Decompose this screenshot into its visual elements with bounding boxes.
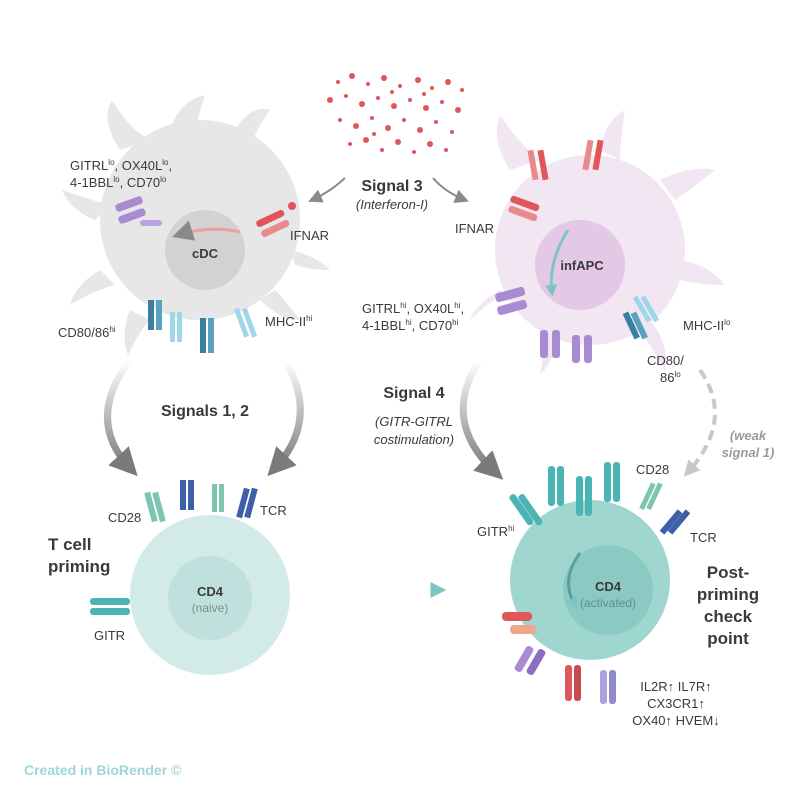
activated-tcr-label: TCR — [690, 530, 717, 545]
signal3-arrow-right — [432, 177, 469, 203]
activated-cd28-label: CD28 — [636, 462, 669, 477]
cdc-ligand-41bbl-sup: lo — [113, 175, 120, 184]
infapc-ligand-41bbl: 4-1BBL — [362, 318, 405, 333]
infapc-internal-arrow — [545, 229, 570, 297]
cdc-cd80-sup: hi — [109, 325, 115, 334]
activated-tcell — [502, 462, 691, 704]
infapc-ligand-41bbl-sup: hi — [405, 318, 411, 327]
infapc-mhc-text: MHC-II — [683, 318, 724, 333]
cdc-internal-arrow — [171, 220, 241, 241]
signal4-title: Signal 4 — [383, 385, 444, 402]
naive-cd28-label: CD28 — [108, 510, 141, 525]
signal4-subtitle-line2: costimulation) — [374, 432, 454, 447]
signal3-arrow-left — [308, 177, 346, 203]
infapc-cd80-line1: CD80/ — [647, 353, 684, 368]
cdc-ligand-comma: , — [168, 158, 172, 173]
cdc-ligand-ox40l: , OX40L — [115, 158, 163, 173]
activated-gitr-text: GITR — [477, 524, 508, 539]
infapc-mhc-label: MHC-IIlo — [683, 318, 731, 333]
post-priming-heading-line1: Post- — [707, 563, 750, 582]
naive-cd4-label: CD4 — [197, 584, 224, 599]
infapc-ligand-cd70-sup: hi — [452, 318, 458, 327]
activated-gitr-sup: hi — [508, 524, 514, 533]
cdc-ligand-receptor — [115, 196, 162, 226]
naive-nucleus — [168, 556, 252, 640]
cdc-ligand-gitrl: GITRL — [70, 158, 108, 173]
cdc-mhc-label: MHC-IIhi — [265, 314, 313, 329]
infapc-cd80-text: 86 — [660, 370, 674, 385]
infapc-ligands-line2: 4-1BBLhi, CD70hi — [362, 318, 459, 333]
activated-markers-line3: OX40↑ HVEM↓ — [632, 713, 719, 728]
infapc-ligands — [495, 286, 592, 363]
naive-gitr-receptor — [90, 598, 130, 615]
cdc-ligand-41bbl: 4-1BBL — [70, 175, 113, 190]
infapc-ligands-line1: GITRLhi, OX40Lhi, — [362, 301, 464, 316]
cdc-ligands-line1: GITRLlo, OX40Llo, — [70, 158, 172, 173]
activated-gitr-receptors — [509, 462, 620, 526]
cdc-name: cDC — [192, 246, 219, 261]
signal4-subtitle-line1: (GITR-GITRL — [375, 414, 453, 429]
infapc-ifnar-receptors — [508, 139, 604, 222]
infapc-nucleus — [535, 220, 625, 310]
infapc-mhc-sup: lo — [724, 318, 731, 327]
weak-signal-arrow — [683, 368, 717, 477]
activated-nucleus — [563, 545, 653, 635]
naive-state-label: (naive) — [192, 601, 229, 615]
weak-signal-line1: (weak — [730, 428, 767, 443]
signals12-title: Signals 1, 2 — [161, 403, 249, 420]
cdc-mhc-text: MHC-II — [265, 314, 306, 329]
cdc-mhc-sup: hi — [306, 314, 312, 323]
weak-signal-line2: signal 1) — [722, 445, 775, 460]
infapc-ligand-ox40l: , OX40L — [407, 301, 455, 316]
interferon-particles — [327, 73, 464, 154]
post-priming-heading-line3: check — [704, 607, 753, 626]
cdc-ligand-cd70-sup: lo — [160, 175, 167, 184]
infapc-ifnar-label: IFNAR — [455, 221, 494, 236]
naive-gitr-label: GITR — [94, 628, 125, 643]
cdc-ligand-ox40l-sup: lo — [162, 158, 169, 167]
naive-tcell — [90, 480, 290, 675]
infapc-mhc-cd80-receptors — [622, 295, 660, 340]
cdc-mhc-cd80-receptors — [148, 300, 257, 353]
signal3-subtitle: (Interferon-I) — [356, 197, 428, 212]
infapc-cell — [470, 110, 725, 375]
infapc-ligand-gitrl-sup: hi — [400, 301, 406, 310]
signal3-title: Signal 3 — [361, 178, 422, 195]
infapc-ligand-gitrl: GITRL — [362, 301, 400, 316]
infapc-name: infAPC — [560, 258, 604, 273]
cdc-cell — [62, 95, 330, 355]
infapc-cd80-sup: lo — [674, 370, 681, 379]
activated-internal-arrow — [566, 552, 582, 610]
cdc-ifnar-receptor — [256, 202, 296, 237]
tcell-priming-heading-line2: priming — [48, 557, 110, 576]
activated-markers-line2: CX3CR1↑ — [647, 696, 705, 711]
signal4-arrow — [459, 358, 504, 480]
signals12-arrow-right — [267, 358, 304, 477]
infapc-ligand-ox40l-sup: hi — [454, 301, 460, 310]
activated-state-label: (activated) — [580, 596, 636, 610]
tcell-priming-heading-line1: T cell — [48, 535, 91, 554]
infapc-cd80-line2: 86lo — [660, 370, 681, 385]
cdc-cd80-text: CD80/86 — [58, 325, 109, 340]
infapc-ligand-comma: , — [460, 301, 464, 316]
activated-gitr-label: GITRhi — [477, 524, 515, 539]
cdc-cd80-label: CD80/86hi — [58, 325, 116, 340]
cdc-ligands-line2: 4-1BBLlo, CD70lo — [70, 175, 167, 190]
signals12-arrow-left — [104, 357, 138, 477]
cdc-ligand-gitrl-sup: lo — [108, 158, 115, 167]
post-priming-heading-line2: priming — [697, 585, 759, 604]
infapc-ligand-cd70: , CD70 — [412, 318, 452, 333]
activated-markers-line1: IL2R↑ IL7R↑ — [640, 679, 712, 694]
naive-tcr-label: TCR — [260, 503, 287, 518]
activated-cd4-label: CD4 — [595, 579, 622, 594]
cdc-ifnar-label: IFNAR — [290, 228, 329, 243]
cdc-ligand-cd70: , CD70 — [120, 175, 160, 190]
post-priming-heading-line4: point — [707, 629, 749, 648]
biorender-footer: Created in BioRender © — [24, 762, 182, 778]
activated-surface-markers — [502, 612, 616, 704]
signal-arrows — [104, 177, 717, 598]
